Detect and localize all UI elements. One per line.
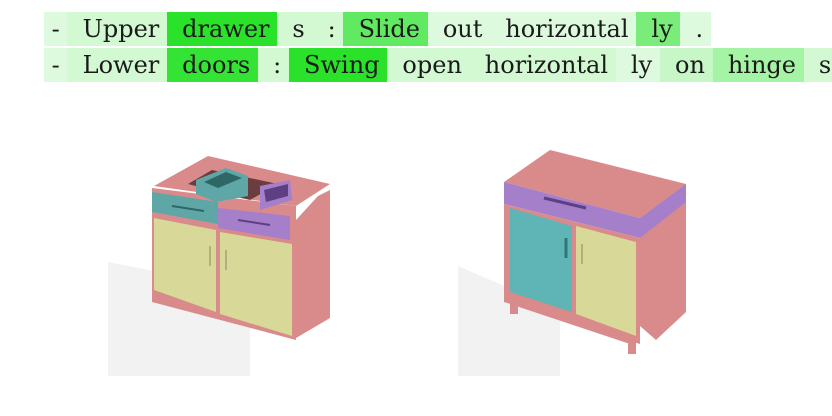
caption-token: on xyxy=(659,48,713,82)
ground-shadow xyxy=(458,266,560,376)
drawer-teal-handle xyxy=(171,205,205,212)
caption-token: . xyxy=(680,12,711,46)
door-left xyxy=(510,208,572,312)
caption-line-lower: - Lower doors : Swing open horizontal ly… xyxy=(44,48,832,82)
caption-token: Swing xyxy=(288,48,388,82)
caption-token: horizontal xyxy=(469,48,616,82)
caption-token: : xyxy=(257,48,289,82)
drawer-purple-handle xyxy=(543,196,587,210)
caption-token: ly xyxy=(636,12,681,46)
caption-token: open xyxy=(387,48,470,82)
caption-token: horizontal xyxy=(490,12,637,46)
caption-token: Lower xyxy=(67,48,167,82)
cabinet-base xyxy=(510,292,636,346)
caption-token: hinge xyxy=(712,48,804,82)
caption-token: Slide xyxy=(343,12,428,46)
cabinet-leg xyxy=(628,336,636,354)
cabinet-render-open-drawers xyxy=(100,140,420,390)
caption-line-upper: - Upper drawer s : Slide out horizontal … xyxy=(44,12,711,46)
caption-token: Upper xyxy=(67,12,167,46)
caption-token: s xyxy=(277,12,313,46)
drawer-purple-side xyxy=(640,184,686,238)
caption-token: ly xyxy=(615,48,660,82)
door-left xyxy=(154,218,216,312)
caption-token: - xyxy=(44,12,68,46)
drawer-purple-inner xyxy=(264,184,288,202)
caption-token: - xyxy=(44,48,68,82)
cabinet-render-doors xyxy=(450,140,770,390)
door-right xyxy=(576,226,636,336)
cabinet-leg xyxy=(510,298,518,314)
drawer-purple-front xyxy=(218,208,290,240)
caption-token: : xyxy=(312,12,344,46)
caption-token: doors xyxy=(166,48,258,82)
caption-token: s xyxy=(803,48,832,82)
cabinet-side xyxy=(296,190,330,338)
caption-token: out xyxy=(427,12,491,46)
door-right xyxy=(220,232,292,336)
drawer-teal-inner xyxy=(204,172,242,188)
drawer-purple-handle xyxy=(237,219,271,226)
cabinet-top xyxy=(504,150,686,218)
drawer-purple-front xyxy=(504,182,640,238)
caption-token: drawer xyxy=(166,12,278,46)
